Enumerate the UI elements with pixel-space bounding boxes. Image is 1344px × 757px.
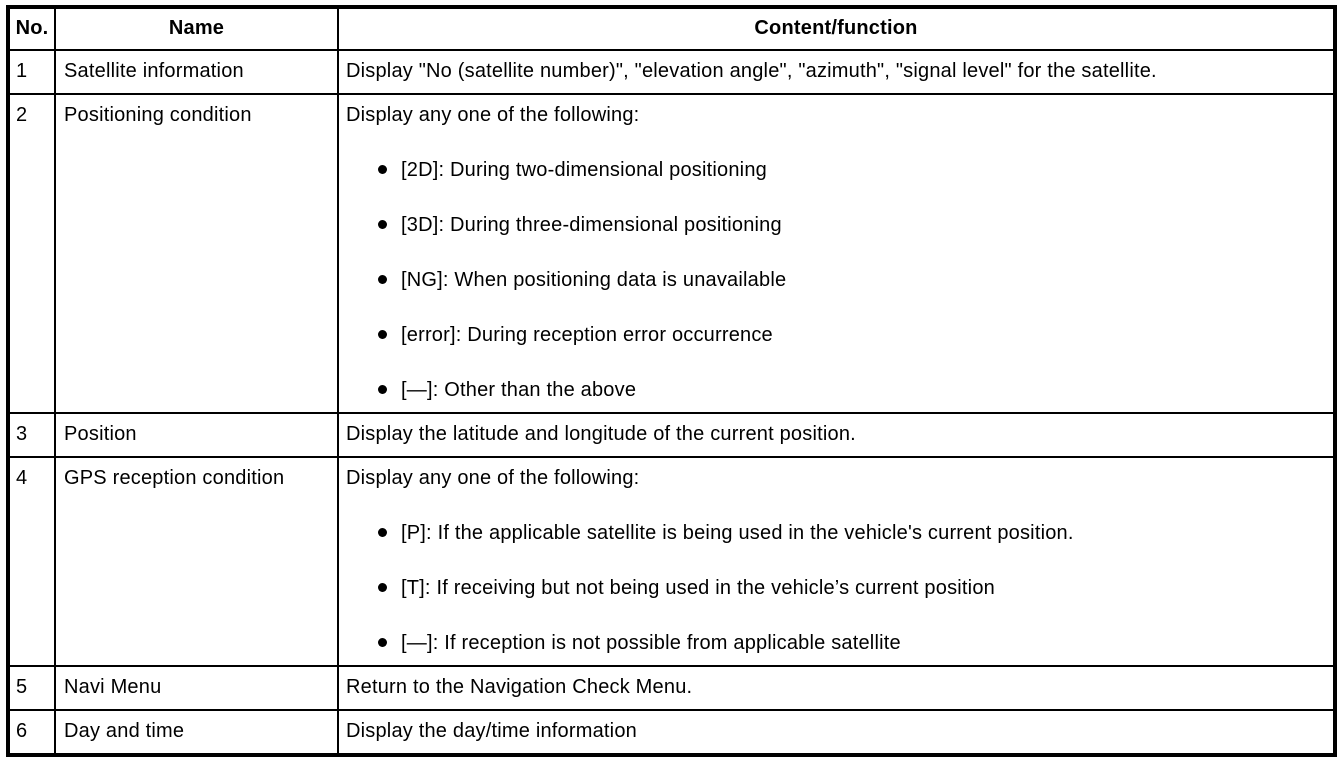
row-name-cell: Satellite information: [54, 49, 339, 95]
row-number-cell: 5: [7, 665, 56, 711]
table-row: 4 GPS reception condition Display any on…: [7, 456, 1336, 667]
gps-info-table: No. Name Content/function 1 Satellite in…: [6, 5, 1337, 757]
bullet-text: [error]: During reception error occurren…: [401, 324, 773, 346]
bullet-item: [T]: If receiving but not being used in …: [346, 577, 1329, 600]
row-number: 5: [16, 676, 28, 698]
bullet-icon: [378, 528, 387, 538]
content-intro: Display the day/time information: [346, 720, 637, 742]
row-number-cell: 2: [7, 93, 56, 414]
bullet-icon: [378, 385, 387, 395]
row-name: Positioning condition: [64, 104, 252, 126]
row-number-cell: 4: [7, 456, 56, 667]
bullet-item: [error]: During reception error occurren…: [346, 324, 1329, 347]
row-name: Navi Menu: [64, 676, 162, 698]
table-row: 6 Day and time Display the day/time info…: [7, 709, 1336, 756]
row-name: Position: [64, 423, 137, 445]
row-content-cell: Display the day/time information: [337, 709, 1336, 756]
col-header-no: No.: [7, 6, 56, 51]
table-row: 3 Position Display the latitude and long…: [7, 412, 1336, 458]
row-number-cell: 6: [7, 709, 56, 756]
bullet-item: [—]: If reception is not possible from a…: [346, 632, 1329, 655]
row-number-cell: 1: [7, 49, 56, 95]
row-name-cell: Day and time: [54, 709, 339, 756]
row-content-cell: Display the latitude and longitude of th…: [337, 412, 1336, 458]
content-intro: Display any one of the following:: [346, 467, 640, 489]
table-row: 1 Satellite information Display "No (sat…: [7, 49, 1336, 95]
row-number: 6: [16, 720, 28, 742]
col-header-name: Name: [54, 6, 339, 51]
content-intro: Display the latitude and longitude of th…: [346, 423, 856, 445]
bullet-icon: [378, 275, 387, 285]
row-content-cell: Return to the Navigation Check Menu.: [337, 665, 1336, 711]
bullet-icon: [378, 638, 387, 648]
content-intro: Display any one of the following:: [346, 104, 640, 126]
bullet-text: [NG]: When positioning data is unavailab…: [401, 269, 787, 291]
row-name: Day and time: [64, 720, 185, 742]
bullet-text: [2D]: During two-dimensional positioning: [401, 159, 767, 181]
col-header-content-function: Content/function: [337, 6, 1336, 51]
bullet-text: [—]: Other than the above: [401, 379, 637, 401]
bullet-item: [3D]: During three-dimensional positioni…: [346, 214, 1329, 237]
table-row: 5 Navi Menu Return to the Navigation Che…: [7, 665, 1336, 711]
row-content-cell: Display any one of the following: [2D]: …: [337, 93, 1336, 414]
bullet-item: [NG]: When positioning data is unavailab…: [346, 269, 1329, 292]
row-name-cell: Position: [54, 412, 339, 458]
bullet-item: [2D]: During two-dimensional positioning: [346, 159, 1329, 182]
bullet-icon: [378, 165, 387, 175]
row-number-cell: 3: [7, 412, 56, 458]
row-number: 1: [16, 60, 28, 82]
row-content-cell: Display any one of the following: [P]: I…: [337, 456, 1336, 667]
bullet-icon: [378, 330, 387, 340]
bullet-icon: [378, 583, 387, 593]
bullet-icon: [378, 220, 387, 230]
table-row: 2 Positioning condition Display any one …: [7, 93, 1336, 414]
bullet-list: [P]: If the applicable satellite is bein…: [346, 522, 1329, 655]
bullet-text: [3D]: During three-dimensional positioni…: [401, 214, 782, 236]
table-header-row: No. Name Content/function: [7, 6, 1336, 51]
row-name: Satellite information: [64, 60, 244, 82]
row-name-cell: GPS reception condition: [54, 456, 339, 667]
content-intro: Return to the Navigation Check Menu.: [346, 676, 693, 698]
row-name: GPS reception condition: [64, 467, 285, 489]
bullet-item: [P]: If the applicable satellite is bein…: [346, 522, 1329, 545]
row-number: 2: [16, 104, 28, 126]
bullet-list: [2D]: During two-dimensional positioning…: [346, 159, 1329, 402]
row-number: 3: [16, 423, 28, 445]
row-name-cell: Positioning condition: [54, 93, 339, 414]
bullet-text: [P]: If the applicable satellite is bein…: [401, 522, 1074, 544]
row-number: 4: [16, 467, 28, 489]
bullet-text: [T]: If receiving but not being used in …: [401, 577, 995, 599]
row-content-cell: Display "No (satellite number)", "elevat…: [337, 49, 1336, 95]
content-intro: Display "No (satellite number)", "elevat…: [346, 60, 1157, 82]
bullet-item: [—]: Other than the above: [346, 379, 1329, 402]
row-name-cell: Navi Menu: [54, 665, 339, 711]
bullet-text: [—]: If reception is not possible from a…: [401, 632, 901, 654]
